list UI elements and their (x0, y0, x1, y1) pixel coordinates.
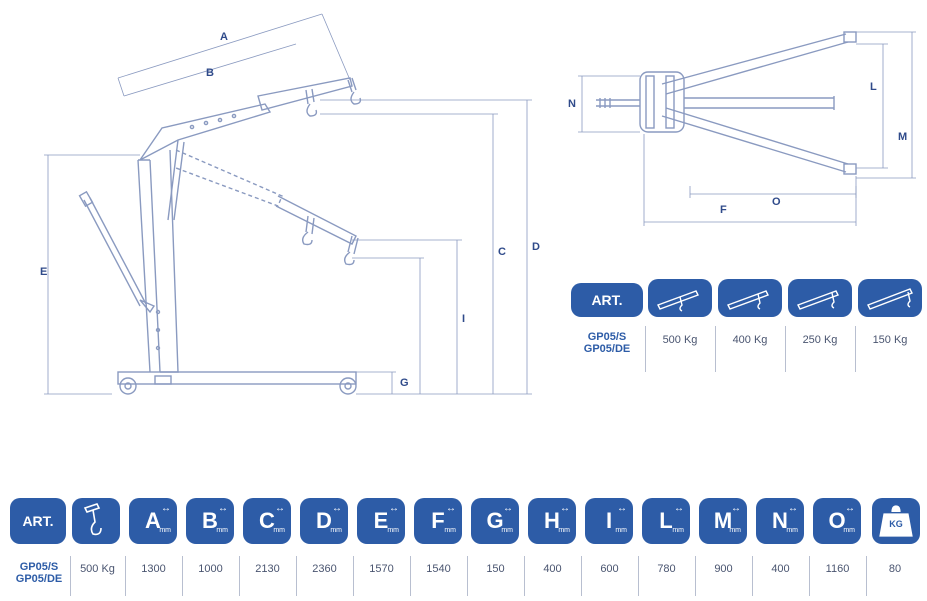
dim-d-value: 2360 (312, 563, 337, 575)
hook-capacity-value: 500 Kg (80, 563, 115, 575)
dim-g-tile: G↔mm (471, 498, 519, 544)
load-value-2: 400 Kg (732, 334, 768, 346)
dim-b-value: 1000 (198, 563, 223, 575)
dim-n-value: 400 (771, 563, 790, 575)
dim-label-i: I (462, 313, 465, 325)
dim-f-tile: F↔mm (414, 498, 462, 544)
upper-boom (139, 103, 272, 161)
boom-position-4-icon (858, 279, 922, 317)
boom-position-1-icon (648, 279, 712, 317)
dim-i-value: 600 (600, 563, 619, 575)
top-view-crane (596, 31, 857, 175)
dim-label-b: B (206, 67, 214, 79)
dim-c-tile: C↔mm (243, 498, 291, 544)
dim-label-d: D (532, 241, 540, 253)
dim-label-g: G (400, 377, 409, 389)
spec-table-art-badge: ART. (10, 498, 66, 544)
dim-label-o: O (772, 196, 781, 208)
lower-boom-dashed (175, 149, 283, 207)
dim-i-tile: I↔mm (585, 498, 633, 544)
load-value-1: 500 Kg (662, 334, 698, 346)
dim-g-value: 150 (486, 563, 505, 575)
side-view-dimensions (44, 13, 532, 395)
top-view-leg-upper (661, 33, 849, 95)
upper-boom-extension (257, 77, 353, 111)
dim-label-c: C (498, 246, 506, 258)
dim-a-value: 1300 (141, 563, 166, 575)
weight-value: 80 (888, 563, 902, 575)
side-view-crane (78, 77, 362, 395)
dim-label-a: A (220, 31, 228, 43)
lower-boom-extension (275, 195, 357, 245)
pump-handle (83, 197, 147, 307)
side-view-dimension-labels: A B C D E G I (40, 31, 540, 389)
dim-label-m: M (898, 131, 907, 143)
dim-d-tile: D↔mm (300, 498, 348, 544)
dim-label-e: E (40, 266, 47, 278)
dim-f-value: 1540 (426, 563, 451, 575)
lower-hook-1 (301, 231, 313, 246)
top-view-mast-base (639, 71, 685, 133)
top-view-leg-lower (661, 107, 849, 173)
load-value-4: 150 Kg (872, 334, 908, 346)
mast (137, 159, 161, 373)
weight-label: KG (889, 519, 903, 529)
dim-e-tile: E↔mm (357, 498, 405, 544)
dim-o-value: 1160 (825, 563, 850, 575)
top-view-dimension-labels: N L M O F (568, 81, 907, 216)
dim-h-value: 400 (543, 563, 562, 575)
top-view-boom (684, 96, 835, 110)
boom-position-2-icon (718, 279, 782, 317)
top-view-handle (596, 99, 640, 107)
base-leg (117, 371, 357, 385)
dim-label-n: N (568, 98, 576, 110)
dim-o-tile: O↔mm (813, 498, 861, 544)
dim-e-value: 1570 (369, 563, 394, 575)
top-view-dimensions (578, 31, 916, 226)
upper-hook-2 (350, 91, 362, 105)
hydraulic-ram (167, 139, 185, 221)
rear-wheel (119, 377, 137, 395)
dim-m-value: 900 (714, 563, 733, 575)
dim-n-tile: N↔mm (756, 498, 804, 544)
dim-b-tile: B↔mm (186, 498, 234, 544)
crane-technical-drawing: A B C D E G I N L M O F (40, 13, 916, 395)
load-table-model: GP05/S GP05/DE (583, 331, 631, 355)
weight-icon: KG (872, 498, 920, 544)
dim-l-value: 780 (657, 563, 676, 575)
dim-c-value: 2130 (255, 563, 280, 575)
dim-a-tile: A↔mm (129, 498, 177, 544)
front-wheel (339, 377, 357, 395)
dim-l-tile: L↔mm (642, 498, 690, 544)
art-label: ART. (591, 292, 623, 308)
dim-m-tile: M↔mm (699, 498, 747, 544)
upper-hook-1 (306, 103, 318, 117)
boom-position-3-icon (788, 279, 852, 317)
dim-label-f: F (720, 204, 727, 216)
hook-capacity-icon (72, 498, 120, 544)
dim-h-tile: H↔mm (528, 498, 576, 544)
spec-table-model: GP05/S GP05/DE (15, 561, 63, 585)
load-value-3: 250 Kg (802, 334, 838, 346)
load-table-art-badge: ART. (571, 283, 643, 317)
dim-label-l: L (870, 81, 877, 93)
lower-hook-2 (343, 251, 355, 266)
